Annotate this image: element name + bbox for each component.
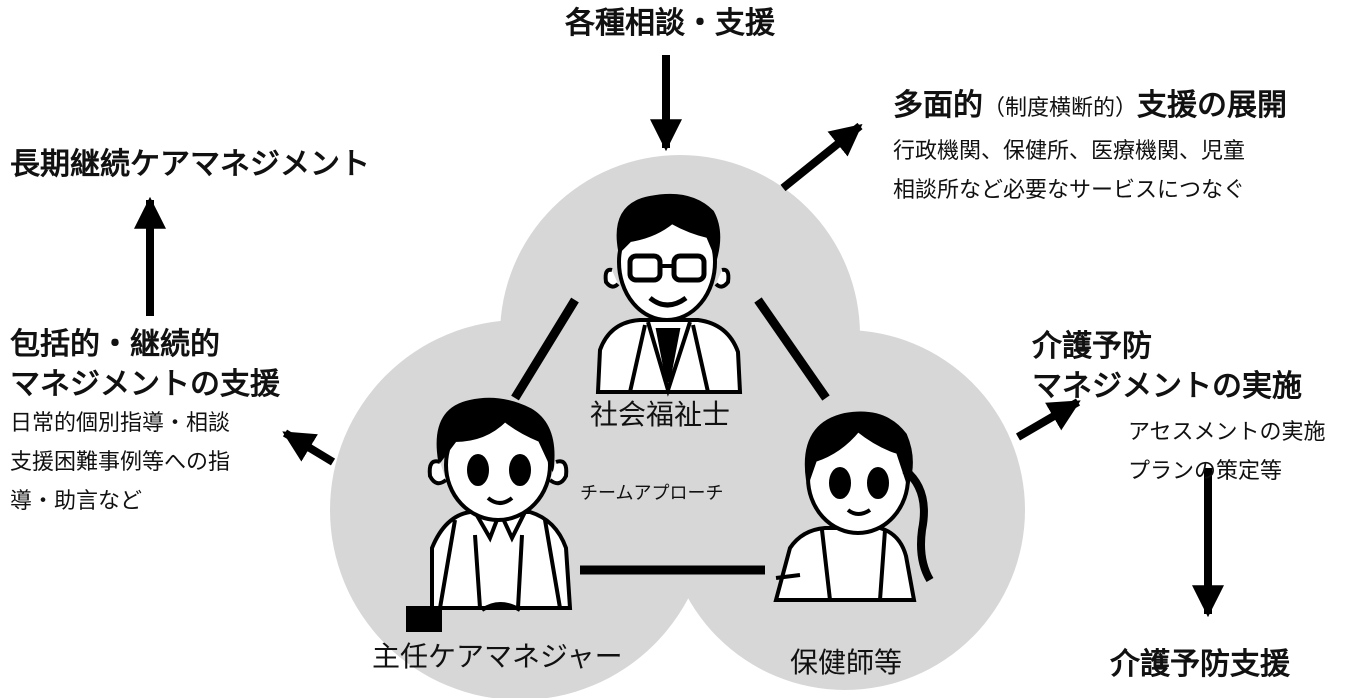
public-health-nurse-label: 保健師等 [790, 646, 903, 679]
prevention-management-title-line2: マネジメントの実施 [1032, 369, 1302, 404]
team-lines [511, 297, 830, 575]
multifaceted-title-part2: 支援の展開 [1137, 88, 1288, 123]
care-manager-label: 主任ケアマネジャー [372, 640, 623, 673]
prevention-support-title: 介護予防支援 [1110, 647, 1290, 682]
prevention-management-title-line1: 介護予防 [1032, 329, 1152, 364]
arrow-to-top-right [780, 122, 863, 192]
team-approach-label: チームアプローチ [580, 483, 724, 504]
comprehensive-support-title-line2: マネジメントの支援 [10, 367, 280, 402]
arrow-to-left [282, 429, 336, 466]
comprehensive-support-title-line1: 包括的・継続的 [10, 327, 220, 362]
comprehensive-support-desc-line3: 導・助言など [10, 489, 143, 514]
consultation-label: 各種相談・支援 [565, 6, 775, 41]
arrows [134, 55, 1224, 618]
arrow-to-right [1015, 398, 1081, 441]
multifaceted-title-part1: 多面的 [893, 88, 983, 123]
multifaceted-support-title: 多面的（制度横断的）支援の展開 [893, 88, 1287, 124]
multifaceted-desc-line2: 相談所など必要なサービスにつなぐ [893, 178, 1246, 203]
comprehensive-support-desc-line1: 日常的個別指導・相談 [10, 411, 231, 436]
comprehensive-support-desc-line2: 支援困難事例等への指 [10, 450, 231, 475]
social-worker-illustration [595, 193, 743, 397]
nurse-illustration [773, 411, 934, 602]
multifaceted-title-paren: （制度横断的） [983, 96, 1138, 121]
multifaceted-desc-line1: 行政機関、保健所、医療機関、児童 [893, 139, 1246, 164]
long-term-care-management-title: 長期継続ケアマネジメント [10, 147, 370, 182]
line-social-to-caremanager [511, 297, 579, 401]
prevention-management-desc-line1: アセスメントの実施 [1128, 420, 1326, 445]
care-manager-illustration [406, 397, 573, 632]
prevention-management-desc-line2: プランの策定等 [1128, 459, 1283, 484]
line-social-to-nurse [754, 297, 830, 401]
social-worker-label: 社会福祉士 [590, 398, 731, 431]
